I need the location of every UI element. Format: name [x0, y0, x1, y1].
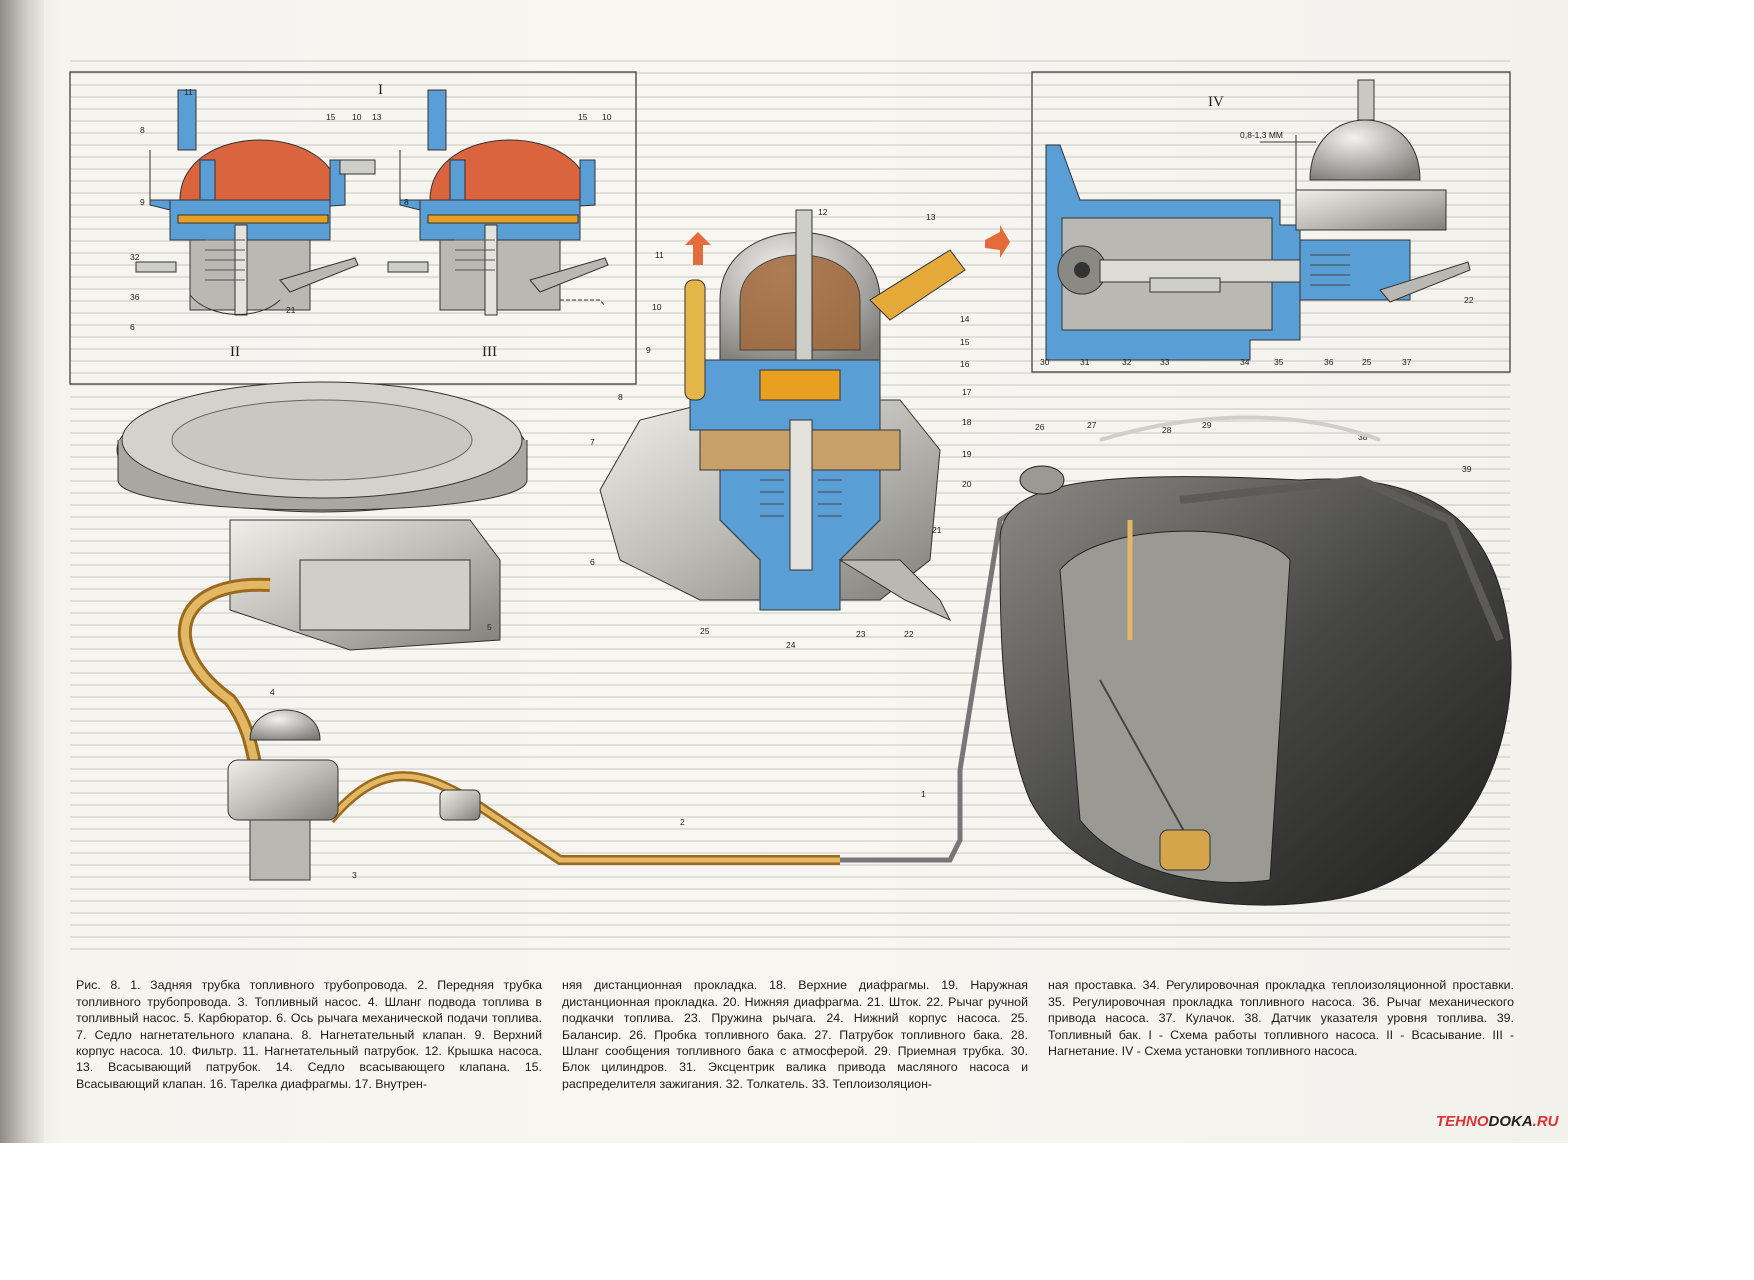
scheme-label-III: III [482, 344, 497, 360]
callout-inset-I-II-11: 11 [184, 87, 193, 97]
callout-pump-23: 23 [856, 629, 866, 639]
inset-pump-schemes: I II III 11 8 15 10 13 9 32 36 6 21 15 10 8 [69, 71, 637, 385]
callout-inset-IV-32: 32 [1122, 357, 1132, 367]
callout-pump-8: 8 [618, 392, 623, 402]
callout-inset-I-II-32: 32 [130, 252, 140, 262]
callout-pump-12: 12 [818, 207, 828, 217]
callout-system-2: 2 [680, 817, 685, 827]
callout-pump-6: 6 [590, 557, 595, 567]
inset-III-callouts: 15 10 8 [404, 112, 612, 207]
callout-inset-IV-37: 37 [1402, 357, 1412, 367]
callout-pump-18: 18 [962, 417, 972, 427]
callout-pump-21: 21 [932, 525, 942, 535]
scheme-discharge-drawing [387, 89, 609, 316]
inset-I-II-callouts: 11 8 15 10 13 9 32 36 6 21 [130, 87, 382, 332]
callout-system-1: 1 [921, 789, 926, 799]
callout-system-27: 27 [1087, 420, 1097, 430]
callout-inset-III-15: 15 [578, 112, 588, 122]
callout-inset-I-II-8: 8 [140, 125, 145, 135]
callout-pump-25: 25 [700, 626, 710, 636]
watermark-part-1: TEHNO [1436, 1113, 1489, 1130]
callout-inset-IV-22: 22 [1464, 295, 1474, 305]
callout-system-5: 5 [487, 622, 492, 632]
caption-column-3: ная проставка. 34. Регулировочная прокла… [1048, 978, 1514, 1059]
callout-pump-15: 15 [960, 337, 970, 347]
scheme-label-IV: IV [1208, 94, 1224, 110]
watermark-part-3: .RU [1532, 1113, 1559, 1130]
callout-inset-IV-36: 36 [1324, 357, 1334, 367]
callout-inset-I-II-21: 21 [286, 305, 296, 315]
callout-pump-20: 20 [962, 479, 972, 489]
callout-pump-11: 11 [655, 250, 664, 260]
callout-system-29: 29 [1202, 420, 1212, 430]
scheme-label-I: I [378, 82, 383, 98]
callout-inset-I-II-6: 6 [130, 322, 135, 332]
callout-pump-16: 16 [960, 359, 970, 369]
callout-pump-7: 7 [590, 437, 595, 447]
callout-pump-22: 22 [904, 629, 914, 639]
callout-inset-IV-31: 31 [1080, 357, 1090, 367]
pump-callouts: 11 12 13 10 9 8 7 14 15 16 17 18 19 20 21 6 25 24 23 22 [590, 207, 972, 650]
callout-inset-IV-25: 25 [1362, 357, 1372, 367]
callout-pump-17: 17 [962, 387, 972, 397]
callout-system-38: 38 [1358, 432, 1368, 442]
callout-system-26: 26 [1035, 422, 1045, 432]
callout-inset-I-II-10: 10 [352, 112, 362, 122]
callout-inset-III-8: 8 [404, 197, 409, 207]
watermark-part-2: DOKA [1488, 1113, 1533, 1130]
callout-inset-IV-33: 33 [1160, 357, 1170, 367]
gap-dimension-label: 0,8-1,3 ММ [1240, 130, 1283, 140]
callout-inset-IV-34: 34 [1240, 357, 1250, 367]
callout-pump-13: 13 [926, 212, 936, 222]
fuel-pump-cutaway: 11 12 13 10 9 8 7 14 15 16 17 18 19 20 21 6 25 24 23 22 [590, 207, 1010, 650]
callout-system-4: 4 [270, 687, 275, 697]
inset-IV-callouts: 30 31 32 33 34 35 36 25 37 22 [1040, 295, 1474, 367]
callout-inset-I-II-13: 13 [372, 112, 382, 122]
inset-pump-mounting: 0,8-1,3 ММ IV 30 31 32 33 34 35 36 25 37 22 [1031, 71, 1511, 373]
callout-pump-10: 10 [652, 302, 662, 312]
carburetor-assembly [116, 381, 528, 651]
book-spine-shadow [0, 0, 44, 1143]
callout-pump-24: 24 [786, 640, 796, 650]
fuel-tank [999, 415, 1512, 906]
callout-pump-14: 14 [960, 314, 970, 324]
watermark-logo: TEHNODOKA.RU [1436, 1113, 1559, 1130]
callout-system-39: 39 [1462, 464, 1472, 474]
callout-system-28: 28 [1162, 425, 1172, 435]
callout-pump-9: 9 [646, 345, 651, 355]
callout-system-3: 3 [352, 870, 357, 880]
callout-inset-I-II-36: 36 [130, 292, 140, 302]
caption-column-2: няя дистанционная прокладка. 18. Верхние… [562, 978, 1028, 1091]
scheme-label-II: II [230, 344, 240, 360]
callout-inset-III-10: 10 [602, 112, 612, 122]
callout-inset-IV-35: 35 [1274, 357, 1284, 367]
scheme-suction-drawing [135, 89, 376, 316]
callout-inset-I-II-9: 9 [140, 197, 145, 207]
callout-inset-IV-30: 30 [1040, 357, 1050, 367]
callout-inset-I-II-15: 15 [326, 112, 336, 122]
callout-pump-19: 19 [962, 449, 972, 459]
caption-column-1: Рис. 8. 1. Задняя трубка топливного труб… [76, 978, 542, 1091]
